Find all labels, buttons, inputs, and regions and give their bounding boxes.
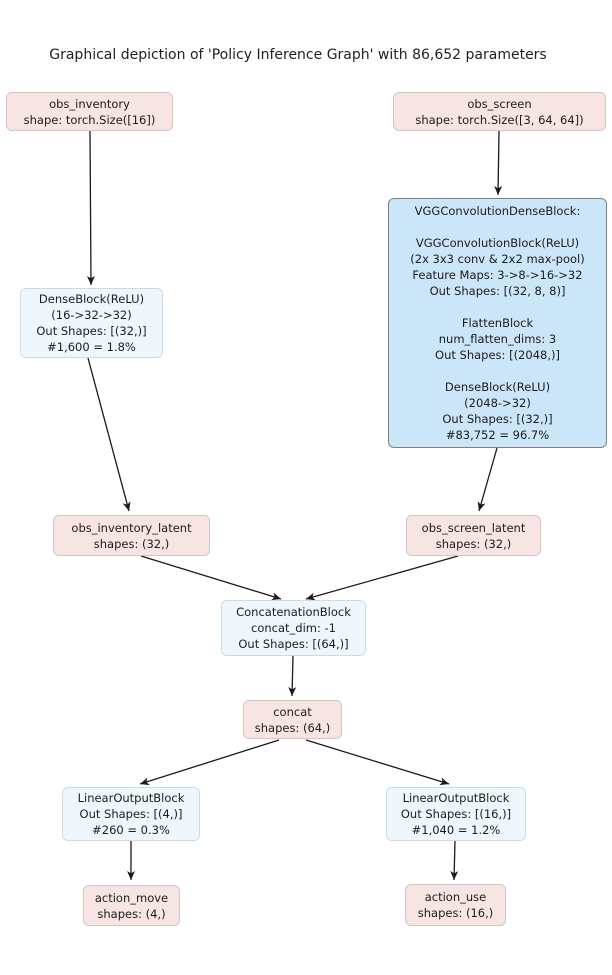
node-obs-screen-shape: shape: torch.Size([3, 64, 64]) (415, 112, 584, 127)
vgg-conv-feature-maps: Feature Maps: 3->8->16->32 (412, 268, 583, 282)
action-use-shapes: shapes: (16,) (417, 906, 494, 920)
linear-output-use-title: LinearOutputBlock (402, 791, 510, 805)
node-obs-inventory-name: obs_inventory (49, 96, 130, 111)
linear-output-use-out-shapes: Out Shapes: [(16,)] (400, 807, 512, 821)
edge-dense-block-to-obs-inventory-latent (87, 357, 131, 512)
node-obs-screen-name: obs_screen (467, 96, 532, 111)
action-move-shapes: shapes: (4,) (97, 906, 166, 921)
node-linear-output-block-move: LinearOutputBlock Out Shapes: [(4,)] #26… (62, 787, 200, 841)
flatten-block-dims: num_flatten_dims: 3 (438, 332, 557, 346)
node-action-move: action_move shapes: (4,) (83, 885, 180, 926)
node-dense-block-inventory: DenseBlock(ReLU) (16->32->32) Out Shapes… (20, 288, 163, 358)
obs-inventory-latent-shapes: shapes: (32,) (93, 536, 170, 551)
diagram-title: Graphical depiction of 'Policy Inference… (49, 47, 547, 63)
vgg-conv-out-shapes: Out Shapes: [(32, 8, 8)] (429, 284, 566, 298)
node-obs-inventory-shape: shape: torch.Size([16]) (23, 112, 156, 127)
dense-block-out-shapes: Out Shapes: [(32,)] (36, 324, 147, 338)
node-obs-inventory-latent: obs_inventory_latent shapes: (32,) (53, 515, 210, 556)
concat-shapes: shapes: (64,) (254, 720, 331, 735)
edge-linear-output-use-to-action-use (450, 840, 459, 881)
action-use-name: action_use (424, 890, 487, 904)
edge-vgg-block-to-obs-screen-latent (477, 447, 498, 512)
edge-obs-screen-to-vgg-block (494, 130, 503, 196)
edge-concatenation-to-concat (288, 655, 297, 697)
dense-block-dims: (16->32->32) (51, 308, 132, 322)
concatenation-block-dim: concat_dim: -1 (251, 621, 336, 635)
vgg-conv-config: (2x 3x3 conv & 2x2 max-pool) (410, 252, 585, 266)
node-linear-output-block-use: LinearOutputBlock Out Shapes: [(16,)] #1… (386, 787, 526, 841)
linear-output-move-out-shapes: Out Shapes: [(4,)] (79, 807, 183, 821)
concat-name: concat (273, 704, 312, 719)
node-action-use: action_use shapes: (16,) (405, 884, 506, 926)
dense-block-title: DenseBlock(ReLU) (38, 292, 145, 306)
obs-screen-latent-shapes: shapes: (32,) (435, 536, 512, 551)
node-vgg-convolution-dense-block: VGGConvolutionDenseBlock: VGGConvolution… (388, 198, 607, 448)
linear-output-move-title: LinearOutputBlock (77, 791, 185, 805)
node-concat: concat shapes: (64,) (243, 700, 342, 739)
obs-screen-latent-name: obs_screen_latent (421, 520, 526, 535)
node-obs-screen: obs_screen shape: torch.Size([3, 64, 64]… (393, 92, 606, 131)
node-obs-screen-latent: obs_screen_latent shapes: (32,) (406, 515, 541, 556)
linear-output-use-params: #1,040 = 1.2% (411, 823, 501, 837)
vgg-conv-title: VGGConvolutionBlock(ReLU) (415, 236, 580, 250)
concatenation-block-title: ConcatenationBlock (236, 605, 351, 619)
edge-obs-inventory-to-dense-block (86, 130, 95, 286)
linear-output-move-params: #260 = 0.3% (92, 823, 170, 837)
edge-concat-to-linear-output-move (139, 739, 280, 786)
node-concatenation-block: ConcatenationBlock concat_dim: -1 Out Sh… (221, 600, 366, 656)
flatten-block-title: FlattenBlock (461, 316, 534, 330)
obs-inventory-latent-name: obs_inventory_latent (71, 520, 192, 535)
action-move-name: action_move (94, 890, 169, 905)
vgg-dense-params: #83,752 = 96.7% (445, 428, 550, 442)
vgg-dense-title: DenseBlock(ReLU) (444, 380, 551, 394)
flatten-block-out-shapes: Out Shapes: [(2048,)] (435, 348, 560, 362)
node-obs-inventory: obs_inventory shape: torch.Size([16]) (6, 92, 173, 131)
edge-concat-to-linear-output-use (305, 739, 450, 786)
dense-block-params: #1,600 = 1.8% (47, 340, 136, 354)
vgg-dense-dims: (2048->32) (464, 396, 531, 410)
vgg-dense-out-shapes: Out Shapes: [(32,)] (442, 412, 553, 426)
vgg-block-title: VGGConvolutionDenseBlock: (414, 204, 581, 218)
edge-obs-inventory-latent-to-concatenation (140, 555, 282, 601)
edge-obs-screen-latent-to-concatenation (305, 555, 459, 601)
concatenation-block-out-shapes: Out Shapes: [(64,)] (238, 637, 349, 651)
